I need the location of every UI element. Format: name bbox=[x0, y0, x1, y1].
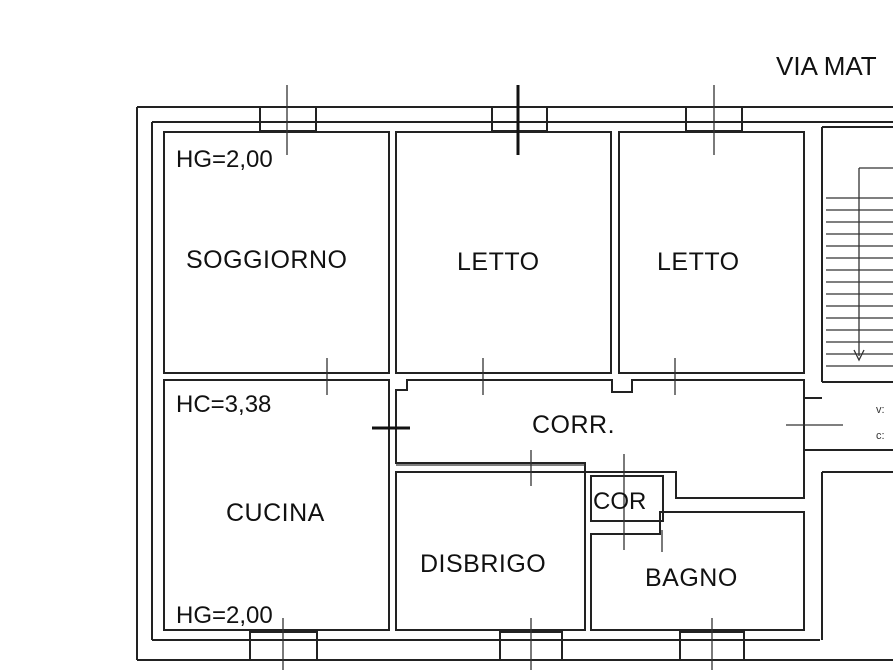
height-soggiorno: HG=2,00 bbox=[176, 146, 273, 173]
label-corridor: CORR. bbox=[532, 411, 615, 439]
street-label: VIA MAT bbox=[776, 51, 877, 81]
label-letto-1: LETTO bbox=[457, 248, 540, 276]
height-cucina-top: HC=3,38 bbox=[176, 391, 271, 418]
height-cucina-bottom: HG=2,00 bbox=[176, 602, 273, 629]
windows-bottom bbox=[249, 618, 745, 670]
windows-top bbox=[259, 85, 743, 155]
room-corridor bbox=[395, 379, 805, 499]
room-cor bbox=[590, 475, 664, 522]
stair-note-1: v: bbox=[876, 404, 885, 416]
room-bagno bbox=[590, 511, 805, 631]
room-cucina bbox=[163, 379, 390, 631]
staircase bbox=[804, 126, 893, 640]
label-letto-2: LETTO bbox=[657, 248, 740, 276]
label-bagno: BAGNO bbox=[645, 564, 738, 592]
stair-note-2: c: bbox=[876, 430, 885, 442]
label-soggiorno: SOGGIORNO bbox=[186, 246, 347, 274]
door-marks bbox=[326, 358, 843, 552]
label-disbrigo: DISBRIGO bbox=[420, 550, 546, 578]
label-cor: COR bbox=[593, 488, 646, 515]
label-cucina: CUCINA bbox=[226, 499, 325, 527]
room-disbrigo bbox=[395, 471, 586, 631]
